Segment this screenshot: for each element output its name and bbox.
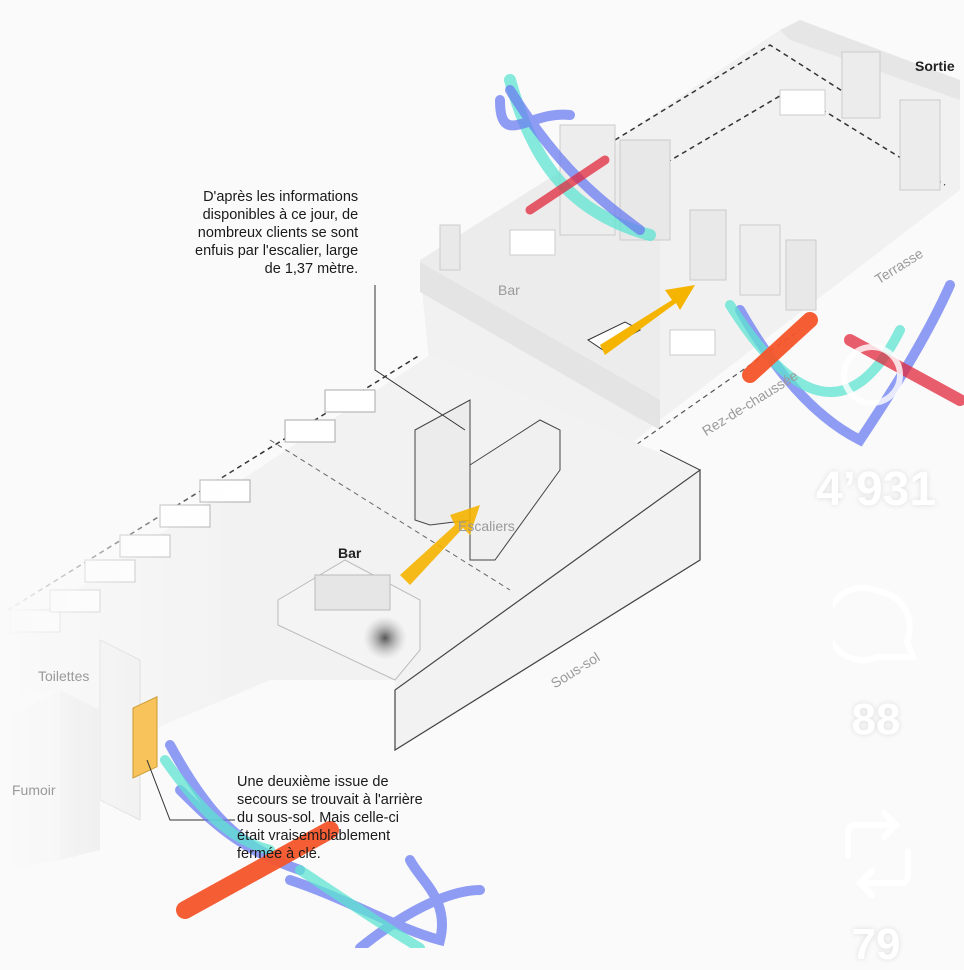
note-line: secours se trouvait à l'arrière <box>237 792 423 808</box>
note-line: était vraisemblablement <box>237 828 391 844</box>
escape-arrow-stairs <box>400 505 480 585</box>
repost-icon[interactable] <box>838 805 918 905</box>
emergency-exit-door <box>132 696 158 779</box>
note-line: D'après les informations <box>203 189 359 205</box>
annotation-stairs: D'après les informations disponibles à c… <box>195 188 358 278</box>
note-line: enfuis par l'escalier, large <box>195 243 359 259</box>
note-line: nombreux clients se sont <box>197 225 359 241</box>
label-toilettes: Toilettes <box>38 668 90 684</box>
floor-plan-diagram <box>0 0 964 948</box>
label-fumoir: Fumoir <box>12 782 56 798</box>
escape-arrow-ground <box>600 285 695 355</box>
note-line: Une deuxième issue de <box>237 774 389 790</box>
note-line: disponibles à ce jour, de <box>202 207 359 223</box>
label-sortie: Sortie <box>915 58 955 74</box>
like-count: 4’931 <box>815 463 937 516</box>
comment-count: 88 <box>851 695 901 744</box>
label-escaliers: Escaliers <box>458 518 515 534</box>
like-icon[interactable] <box>832 335 912 415</box>
scribbles <box>160 74 964 948</box>
note-line: de 1,37 mètre. <box>264 261 359 277</box>
label-bar-ground: Bar <box>498 282 520 298</box>
repost-count: 79 <box>851 920 901 969</box>
note-line: fermée à clé. <box>237 846 321 862</box>
annotation-exit: Une deuxième issue de secours se trouvai… <box>237 773 423 863</box>
note-line: du sous-sol. Mais celle-ci <box>237 810 399 826</box>
comment-icon[interactable] <box>833 583 923 663</box>
fade-overlay <box>0 0 964 948</box>
label-bar-basement: Bar <box>338 545 362 561</box>
